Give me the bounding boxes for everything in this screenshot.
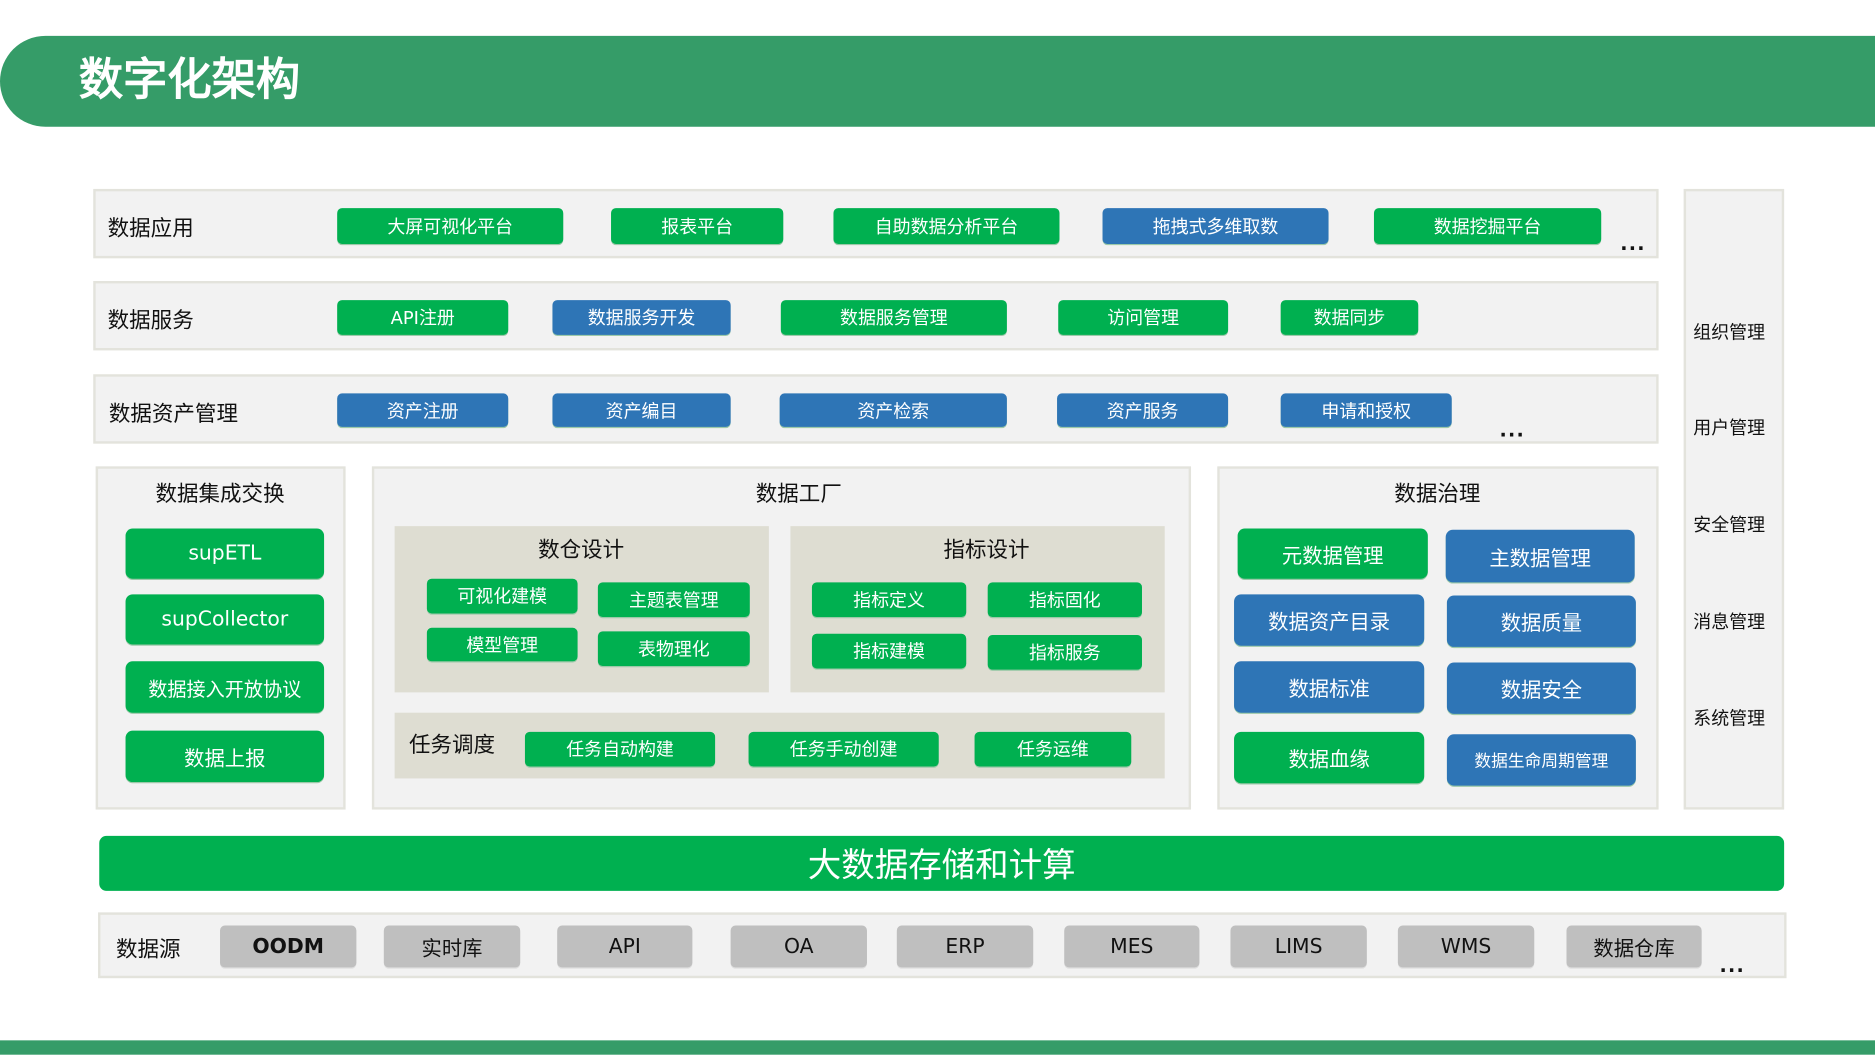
- asset-item[interactable]: 申请和授权: [1280, 393, 1452, 427]
- governance-item[interactable]: 数据安全: [1446, 662, 1636, 714]
- layer-label: 数据服务: [107, 308, 194, 334]
- side-item: 用户管理: [1693, 417, 1766, 439]
- source-item[interactable]: LIMS: [1230, 925, 1367, 968]
- governance-item[interactable]: 数据质量: [1446, 595, 1636, 647]
- asset-item[interactable]: 资产检索: [779, 393, 1007, 427]
- metric-item[interactable]: 指标服务: [987, 634, 1142, 670]
- integration-item[interactable]: 数据接入开放协议: [125, 661, 325, 713]
- governance-item[interactable]: 元数据管理: [1237, 528, 1428, 579]
- header-bar: [0, 35, 1875, 127]
- integration-item[interactable]: 数据上报: [125, 730, 325, 783]
- warehouse-item[interactable]: 主题表管理: [597, 582, 750, 618]
- side-item: 组织管理: [1693, 321, 1766, 344]
- source-item[interactable]: API: [557, 925, 693, 968]
- asset-item[interactable]: 资产编目: [552, 393, 731, 427]
- governance-item[interactable]: 数据标准: [1234, 661, 1425, 713]
- panel-title: 数据工厂: [755, 481, 842, 508]
- governance-item[interactable]: 数据生命周期管理: [1446, 734, 1636, 786]
- metric-item[interactable]: 指标定义: [811, 582, 967, 618]
- service-item[interactable]: 访问管理: [1058, 300, 1229, 335]
- layer-label: 数据应用: [107, 216, 194, 242]
- warehouse-item[interactable]: 模型管理: [426, 627, 578, 662]
- app-item[interactable]: 报表平台: [611, 208, 784, 244]
- warehouse-item[interactable]: 可视化建模: [426, 578, 578, 614]
- layer-label: 数据资产管理: [108, 401, 238, 427]
- box-title: 指标设计: [943, 538, 1030, 564]
- asset-item[interactable]: 资产服务: [1057, 393, 1229, 427]
- app-item[interactable]: 拖拽式多维取数: [1102, 208, 1329, 244]
- metric-item[interactable]: 指标建模: [811, 633, 967, 669]
- source-item[interactable]: WMS: [1397, 925, 1535, 968]
- schedule-item[interactable]: 任务自动构建: [524, 731, 716, 767]
- page-title: 数字化架构: [78, 53, 301, 106]
- warehouse-item[interactable]: 表物理化: [597, 631, 750, 667]
- panel-title: 数据集成交换: [155, 481, 285, 508]
- source-item[interactable]: 实时库: [383, 925, 521, 968]
- source-item[interactable]: 数据仓库: [1566, 925, 1702, 968]
- big-data-storage-bar: 大数据存储和计算: [99, 835, 1785, 891]
- app-item[interactable]: 自助数据分析平台: [833, 208, 1060, 244]
- governance-item[interactable]: 主数据管理: [1445, 529, 1635, 583]
- integration-item[interactable]: supETL: [125, 528, 325, 579]
- source-item[interactable]: MES: [1064, 925, 1200, 968]
- governance-item[interactable]: 数据资产目录: [1234, 594, 1425, 646]
- more-indicator: ...: [1719, 954, 1745, 977]
- source-item[interactable]: OA: [730, 925, 867, 968]
- management-sidebar: [1683, 188, 1785, 810]
- integration-item[interactable]: supCollector: [125, 594, 325, 645]
- service-item[interactable]: 数据服务开发: [552, 300, 731, 335]
- box-title: 数仓设计: [538, 538, 625, 564]
- governance-item[interactable]: 数据血缘: [1234, 731, 1425, 784]
- service-item[interactable]: 数据同步: [1280, 300, 1419, 335]
- source-item[interactable]: ERP: [896, 925, 1034, 968]
- app-item[interactable]: 大屏可视化平台: [337, 208, 564, 244]
- panel-title: 数据治理: [1394, 481, 1481, 508]
- footer-bar: [0, 1040, 1875, 1055]
- service-item[interactable]: API注册: [337, 300, 509, 335]
- layer-label: 数据源: [115, 937, 181, 963]
- side-item: 消息管理: [1693, 611, 1766, 633]
- metric-item[interactable]: 指标固化: [987, 582, 1142, 618]
- source-item[interactable]: OODM: [220, 925, 357, 968]
- more-indicator: ...: [1620, 231, 1646, 255]
- schedule-item[interactable]: 任务手动创建: [748, 731, 939, 767]
- side-item: 安全管理: [1693, 514, 1766, 536]
- more-indicator: ...: [1499, 418, 1525, 442]
- box-title: 任务调度: [408, 733, 496, 759]
- app-item[interactable]: 数据挖掘平台: [1373, 208, 1602, 244]
- service-item[interactable]: 数据服务管理: [780, 300, 1007, 335]
- schedule-item[interactable]: 任务运维: [974, 731, 1132, 767]
- side-item: 系统管理: [1693, 707, 1766, 730]
- asset-item[interactable]: 资产注册: [337, 393, 509, 427]
